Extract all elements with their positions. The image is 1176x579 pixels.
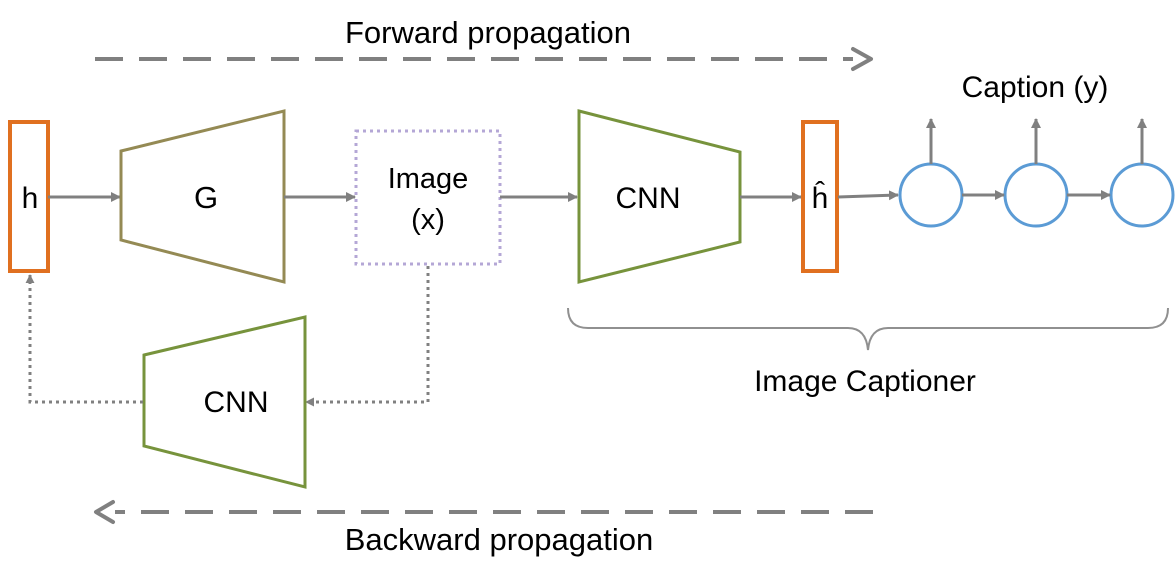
image-label-line2: (x) [411,204,445,236]
latent-h-hat-box [801,120,839,273]
rnn-cell-3 [1109,162,1175,228]
latent-h-label: h [22,182,39,215]
rnn-cell-2 [1003,162,1069,228]
dotted-image-to-cnn-bottom [305,266,430,407]
rnn-cell-1 [898,162,964,228]
captioner-brace [567,307,1169,351]
backward-propagation-label: Backward propagation [345,522,653,557]
generator-label: G [194,180,218,215]
image-label-line1: Image [388,163,469,195]
latent-h-hat-label: ĥ [812,181,829,215]
cnn-bottom-block [142,315,307,489]
cnn-top-block [577,109,742,284]
captioner-label: Image Captioner [754,365,976,398]
forward-arrowhead [851,47,873,71]
dotted-cnn-bottom-to-h [25,274,143,404]
backward-arrowhead [94,500,115,524]
caption-label: Caption (y) [962,71,1109,104]
cnn-bottom-label: CNN [204,386,269,419]
forward-propagation-label: Forward propagation [345,15,631,50]
image-box [354,129,502,266]
generator-block [119,109,286,284]
cnn-top-label: CNN [616,182,681,215]
arrow-h-hat-to-rnn [837,190,899,201]
